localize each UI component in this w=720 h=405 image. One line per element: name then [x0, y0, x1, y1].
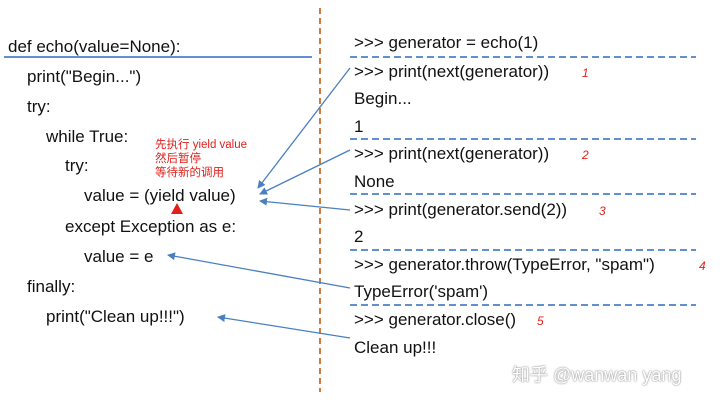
arrow-step-4	[167, 252, 351, 289]
shell-output-1: 1	[354, 117, 364, 136]
yield-annotation-line-2: 然后暂停	[155, 153, 201, 165]
shell-line-throw: >>> generator.throw(TypeError, "spam")	[354, 255, 655, 274]
code-line-while: while True:	[46, 127, 129, 146]
shell-output-none: None	[354, 172, 395, 191]
step-number-4: 4	[699, 259, 706, 273]
shell-line-create-generator: >>> generator = echo(1)	[354, 33, 539, 52]
code-line-print-cleanup: print("Clean up!!!")	[46, 307, 185, 326]
code-line-try-outer: try:	[27, 97, 51, 116]
step-number-3: 3	[599, 204, 606, 218]
shell-line-next-1: >>> print(next(generator))	[354, 62, 550, 81]
pause-marker-triangle	[171, 203, 183, 214]
shell-line-close: >>> generator.close()	[354, 310, 517, 329]
arrow-step-5	[217, 314, 351, 339]
shell-line-send: >>> print(generator.send(2))	[354, 200, 568, 219]
shell-output-begin: Begin...	[354, 89, 412, 108]
step-number-5: 5	[537, 314, 544, 328]
code-line-except: except Exception as e:	[65, 217, 237, 236]
shell-line-next-2: >>> print(next(generator))	[354, 144, 550, 163]
step-number-1: 1	[582, 66, 589, 80]
shell-output-2: 2	[354, 227, 364, 246]
arrow-step-3	[259, 197, 351, 211]
yield-annotation-line-3: 等待新的调用	[155, 167, 224, 179]
watermark: 知乎 @wanwan yang	[512, 365, 682, 385]
code-line-yield: value = (yield value)	[84, 186, 236, 205]
code-line-finally: finally:	[27, 277, 76, 296]
code-line-def: def echo(value=None):	[8, 37, 181, 56]
shell-output-cleanup: Clean up!!!	[354, 338, 437, 357]
shell-output-typeerror: TypeError('spam')	[354, 282, 489, 301]
code-line-print-begin: print("Begin...")	[27, 67, 142, 86]
arrow-step-1	[257, 67, 351, 189]
code-line-try-inner: try:	[65, 156, 89, 175]
code-line-assign-e: value = e	[84, 247, 154, 266]
step-number-2: 2	[582, 148, 589, 162]
yield-annotation-line-1: 先执行 yield value	[155, 139, 248, 151]
arrow-step-2	[259, 149, 351, 195]
